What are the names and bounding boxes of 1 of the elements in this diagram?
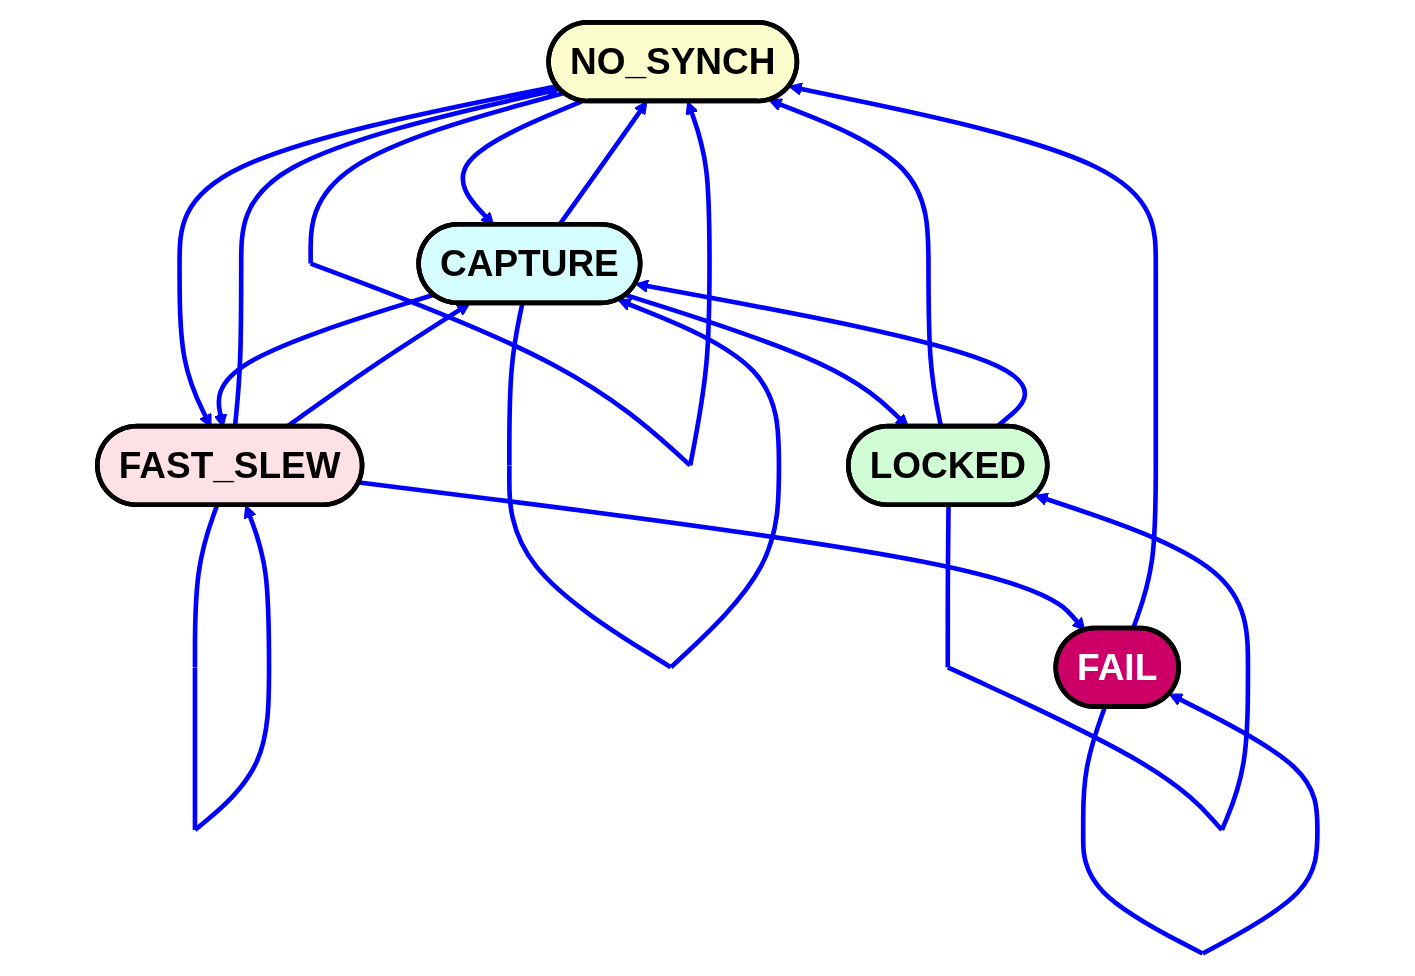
arrow — [359, 480, 1086, 631]
